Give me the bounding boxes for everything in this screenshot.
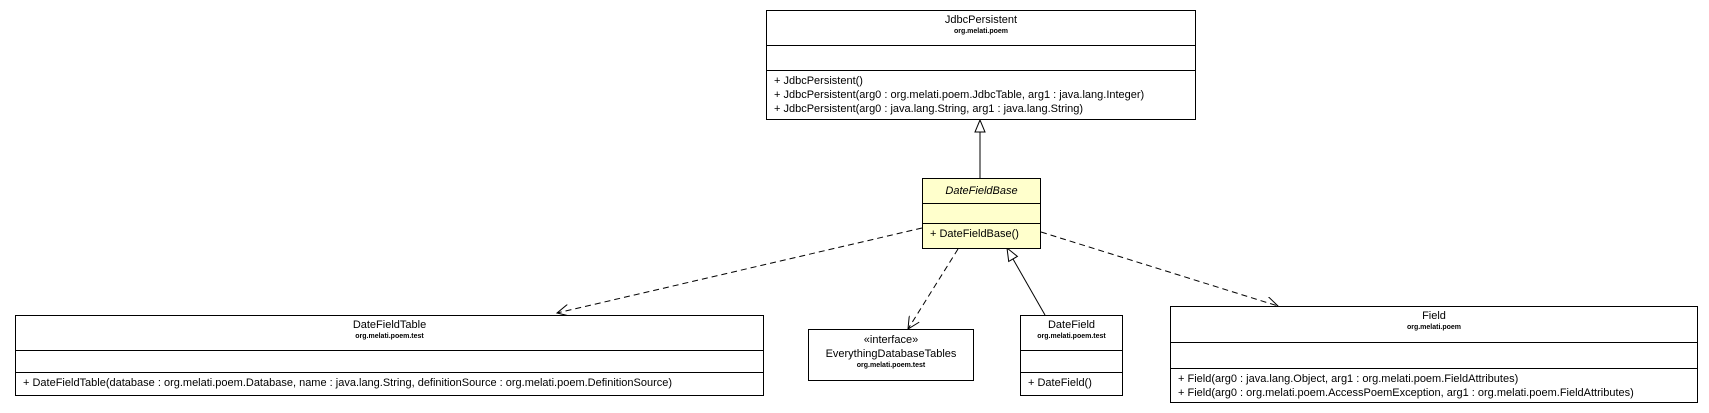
- class-package: org.melati.poem.test: [856, 362, 926, 369]
- class-name: Field: [1422, 310, 1446, 322]
- class-header: DateField org.melati.poem.test: [1021, 316, 1122, 351]
- class-header: JdbcPersistent org.melati.poem: [767, 11, 1195, 46]
- generalization-datefieldbase-to-jdbcpersistent: [974, 118, 986, 178]
- fields-compartment: [923, 204, 1040, 224]
- fields-compartment: [767, 46, 1195, 71]
- class-name: EverythingDatabaseTables: [825, 348, 957, 360]
- class-header: DateFieldTable org.melati.poem.test: [16, 316, 763, 351]
- class-header: DateFieldBase: [923, 179, 1040, 204]
- class-name: DateFieldBase: [945, 185, 1018, 197]
- method: + Field(arg0 : java.lang.Object, arg1 : …: [1178, 373, 1519, 385]
- class-name: DateField: [1047, 319, 1096, 331]
- methods-compartment: + DateField(): [1021, 373, 1122, 390]
- class-name: JdbcPersistent: [944, 14, 1018, 26]
- method: + JdbcPersistent(arg0 : org.melati.poem.…: [774, 89, 1145, 101]
- generalization-datefield-to-datefieldbase: [1006, 246, 1046, 316]
- interface-stereotype: «interface»: [863, 334, 919, 346]
- class-datefieldbase[interactable]: DateFieldBase + DateFieldBase(): [922, 178, 1041, 249]
- dependency-to-everythingdatabasetables: [908, 248, 959, 329]
- methods-compartment: + JdbcPersistent() + JdbcPersistent(arg0…: [767, 71, 1195, 116]
- class-header: «interface» EverythingDatabaseTables org…: [809, 330, 973, 380]
- class-jdbcpersistent[interactable]: JdbcPersistent org.melati.poem + JdbcPer…: [766, 10, 1196, 120]
- interface-everythingdatabasetables[interactable]: «interface» EverythingDatabaseTables org…: [808, 329, 974, 381]
- dependency-to-field: [1040, 231, 1278, 306]
- method: + DateField(): [1028, 377, 1092, 389]
- class-package: org.melati.poem: [1406, 324, 1462, 331]
- class-name: DateFieldTable: [352, 319, 427, 331]
- method: + JdbcPersistent(arg0 : java.lang.String…: [774, 103, 1084, 115]
- fields-compartment: [1171, 343, 1697, 369]
- class-package: org.melati.poem: [953, 28, 1009, 35]
- class-package: org.melati.poem.test: [355, 333, 424, 340]
- methods-compartment: + DateFieldTable(database : org.melati.p…: [16, 373, 763, 390]
- dependency-to-datefieldtable: [557, 227, 923, 313]
- class-header: Field org.melati.poem: [1171, 307, 1697, 343]
- method: + DateFieldBase(): [930, 228, 1019, 240]
- class-datefieldtable[interactable]: DateFieldTable org.melati.poem.test + Da…: [15, 315, 764, 396]
- method: + JdbcPersistent(): [774, 75, 863, 87]
- class-datefield[interactable]: DateField org.melati.poem.test + DateFie…: [1020, 315, 1123, 396]
- class-package: org.melati.poem.test: [1037, 333, 1106, 340]
- fields-compartment: [1021, 351, 1122, 373]
- method: + Field(arg0 : org.melati.poem.AccessPoe…: [1178, 387, 1634, 399]
- methods-compartment: + DateFieldBase(): [923, 224, 1040, 241]
- method: + DateFieldTable(database : org.melati.p…: [23, 377, 673, 389]
- fields-compartment: [16, 351, 763, 373]
- class-field[interactable]: Field org.melati.poem + Field(arg0 : jav…: [1170, 306, 1698, 403]
- methods-compartment: + Field(arg0 : java.lang.Object, arg1 : …: [1171, 369, 1697, 400]
